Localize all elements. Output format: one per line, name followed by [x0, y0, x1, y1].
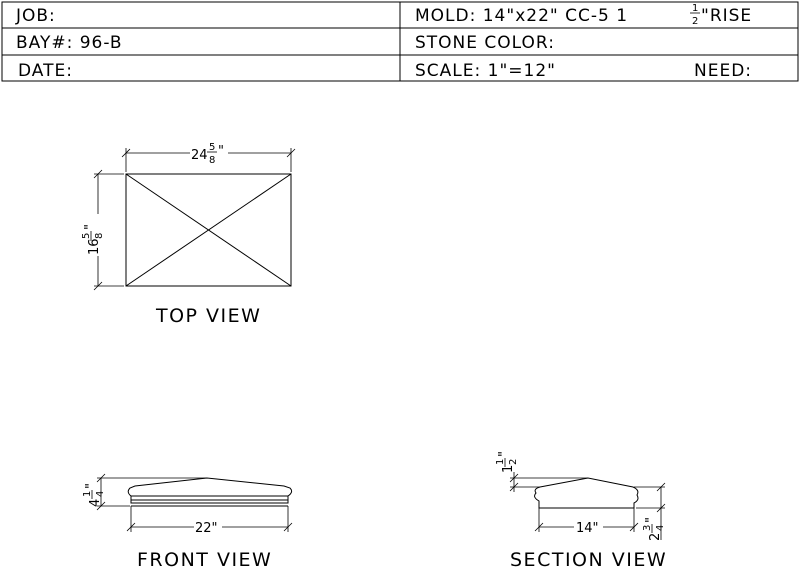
mold-rise-fraction: 1 2 — [690, 3, 700, 27]
section-rise-whole: 1 — [501, 465, 516, 473]
front-view-cap-profile — [127, 477, 293, 504]
top-width-denominator: 8 — [209, 155, 215, 166]
front-height-numerator: 1 — [82, 491, 93, 497]
dimension-tick — [656, 503, 666, 513]
section-rise-numerator: 1 — [495, 459, 506, 465]
section-rise-unit: " — [497, 451, 512, 457]
top-view-diagonal — [125, 173, 292, 287]
date-label: DATE: — [18, 61, 73, 81]
dimension-tick — [286, 148, 296, 158]
top-depth-whole: 16 — [87, 238, 102, 255]
section-width-text: 14" — [576, 521, 599, 536]
front-width-text: 22" — [195, 521, 218, 536]
section-width-dimension: 14" — [534, 508, 639, 536]
title-block: JOB: BAY#: 96-B DATE: MOLD: 14"x22" CC-5… — [1, 1, 799, 82]
mold-rise-numerator: 1 — [692, 3, 698, 14]
bay-label: BAY#: 96-B — [16, 33, 123, 53]
top-depth-numerator: 5 — [81, 233, 92, 239]
dimension-tick — [93, 169, 103, 179]
top-width-whole: 24 — [191, 148, 208, 163]
top-width-dimension: 24 5 8 " — [121, 142, 296, 172]
dimension-tick — [126, 522, 136, 532]
top-view: 24 5 8 " 16 5 8 " TOP VIEW — [81, 142, 296, 327]
dimension-tick — [96, 501, 106, 511]
stone-color-label: STONE COLOR: — [415, 33, 555, 53]
dimension-tick — [656, 482, 666, 492]
section-edge-dimension: 2 3 4 " — [634, 482, 666, 541]
mold-rise-denominator: 2 — [692, 16, 698, 27]
section-edge-unit: " — [644, 517, 659, 523]
section-view-label: SECTION VIEW — [510, 549, 667, 570]
mold-label: MOLD: 14"x22" CC-5 1 — [415, 6, 628, 26]
dimension-tick — [509, 473, 519, 483]
section-rise-denominator: 2 — [508, 459, 519, 465]
section-view: 1 1 2 " 14" 2 3 — [495, 451, 667, 570]
front-width-dimension: 22" — [126, 506, 293, 536]
front-height-dimension: 4 1 4 " — [82, 473, 207, 511]
front-height-unit: " — [84, 483, 99, 489]
top-depth-denominator: 8 — [94, 233, 105, 239]
dimension-tick — [96, 473, 106, 483]
dimension-tick — [93, 281, 103, 291]
section-rise-dimension: 1 1 2 " — [495, 451, 588, 492]
section-view-cap-profile — [534, 477, 639, 509]
dimension-tick — [629, 522, 639, 532]
top-depth-unit: " — [83, 224, 98, 230]
front-view: 4 1 4 " 22" FRONT VIEW — [82, 473, 293, 570]
top-view-outline — [125, 173, 292, 287]
section-edge-denominator: 4 — [655, 525, 666, 531]
section-edge-whole: 2 — [648, 533, 663, 541]
dimension-tick — [534, 522, 544, 532]
section-edge-numerator: 3 — [642, 525, 653, 531]
need-label: NEED: — [694, 61, 752, 81]
top-width-unit: " — [218, 144, 224, 159]
job-label: JOB: — [15, 6, 56, 26]
dimension-tick — [283, 522, 293, 532]
mold-rise-label: "RISE — [701, 6, 752, 26]
top-depth-dimension: 16 5 8 " — [81, 169, 124, 291]
top-width-numerator: 5 — [209, 142, 215, 153]
scale-label: SCALE: 1"=12" — [415, 61, 556, 81]
front-view-label: FRONT VIEW — [137, 549, 272, 570]
front-height-denominator: 4 — [95, 491, 106, 497]
top-view-label: TOP VIEW — [155, 305, 261, 327]
dimension-tick — [509, 482, 519, 492]
front-height-whole: 4 — [88, 499, 103, 507]
dimension-tick — [121, 148, 131, 158]
